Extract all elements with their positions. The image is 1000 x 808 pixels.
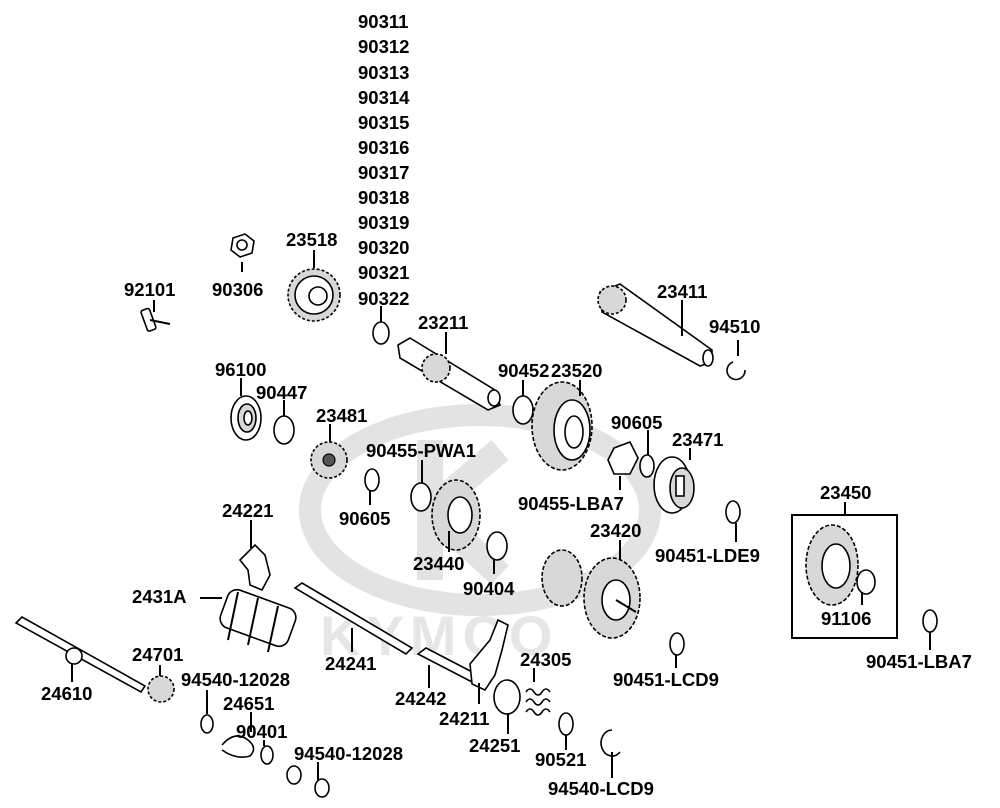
part-label: 24251 [469, 735, 520, 756]
part-label: 90451-LCD9 [613, 669, 719, 690]
clip-94540-12028-part-b [286, 765, 302, 785]
part-label: 23481 [316, 405, 367, 426]
clip-94510-part [726, 361, 746, 381]
part-label: 90313 [358, 62, 409, 83]
part-label: 96100 [215, 359, 266, 380]
part-label: 24701 [132, 644, 183, 665]
part-label: 90605 [611, 412, 662, 433]
washer-90455-lba7-part [607, 440, 639, 475]
washer-90521-part [558, 712, 574, 736]
washer-90605-part-b [639, 454, 655, 478]
part-label: 90452 [498, 360, 549, 381]
part-label: 90311 [358, 11, 408, 32]
clip-94540-lcd9-part [600, 729, 621, 757]
gear-23420-part [541, 549, 641, 639]
washer-90455-pwa1-part [410, 482, 432, 512]
part-label: 23518 [286, 229, 337, 250]
part-label: 90314 [358, 87, 410, 108]
shaft-23411-part [597, 283, 714, 367]
part-label: 90316 [358, 137, 409, 158]
gear-23471-part [653, 456, 695, 514]
part-label: 23420 [590, 520, 641, 541]
part-label: 90605 [339, 508, 390, 529]
part-labels: 92101 90306 23518 23211 23411 94510 9610… [41, 229, 972, 799]
part-label: 90455-LBA7 [518, 493, 624, 514]
gear-23440-part [431, 479, 481, 551]
part-label: 24221 [222, 500, 273, 521]
part-label: 23440 [413, 553, 464, 574]
part-label: 23520 [551, 360, 602, 381]
gear-23481-part [310, 441, 348, 479]
part-label: 90455-PWA1 [366, 440, 476, 461]
gear-24701-part [147, 675, 175, 703]
drum-2431a-part [219, 588, 297, 653]
assembly-23450-box [791, 514, 898, 639]
part-label: 90306 [212, 279, 263, 300]
part-label: 94510 [709, 316, 760, 337]
shaft-23211-part [397, 337, 501, 411]
part-label: 90315 [358, 112, 409, 133]
leader-lines [71, 250, 931, 780]
part-label: 24610 [41, 683, 92, 704]
part-label: 90318 [358, 187, 409, 208]
part-label: 90319 [358, 212, 409, 233]
part-label: 23471 [672, 429, 723, 450]
part-label: 90447 [256, 382, 307, 403]
nut-90306-part [230, 233, 255, 258]
part-label: 23450 [820, 482, 871, 503]
bolt-92101-part [140, 307, 171, 332]
washer-90452-part [512, 395, 534, 425]
part-label: 2431A [132, 586, 187, 607]
part-label: 90321 [358, 262, 409, 283]
clip-94540-12028-part [200, 714, 214, 734]
part-label: 23211 [418, 312, 468, 333]
part-label: 94540-LCD9 [548, 778, 654, 799]
part-label: 24211 [439, 708, 489, 729]
part-label: 90521 [535, 749, 586, 770]
spring-24305-part [525, 688, 551, 716]
part-label: 90451-LBA7 [866, 651, 972, 672]
part-label: 24651 [223, 693, 274, 714]
part-label: 90312 [358, 36, 409, 57]
part-label: 90404 [463, 578, 515, 599]
part-label: 90320 [358, 237, 409, 258]
washer-90447-part [273, 415, 295, 445]
clip-94540-12028-part-c [314, 778, 330, 798]
washer-90605-part [364, 468, 380, 492]
spring-24651-part [221, 735, 255, 758]
part-label: 90401 [236, 721, 287, 742]
part-label: 23411 [657, 281, 707, 302]
part-label: 24305 [520, 649, 571, 670]
cam-24251-part [493, 679, 521, 715]
part-label: 90451-LDE9 [655, 545, 760, 566]
part-label: 91106 [821, 608, 871, 629]
part-label: 92101 [124, 279, 175, 300]
washer-90401-part [260, 745, 274, 765]
fork-24211-part [469, 618, 509, 692]
rod-24241-part [293, 582, 414, 656]
stacked-labels: 90311 90312 90313 90314 90315 90316 9031… [358, 11, 410, 309]
washer-90451-lcd9-part [669, 632, 685, 656]
fork-24221-part [238, 543, 271, 592]
shaft-24610-part [14, 616, 147, 694]
washer-90322-part [372, 321, 390, 345]
part-label: 94540-12028 [294, 743, 403, 764]
washer-90404-part [486, 531, 508, 561]
washer-90451-lde9-part [725, 500, 741, 524]
gear-23520-part [531, 381, 593, 471]
bearing-96100-part [230, 395, 262, 441]
part-label: 94540-12028 [181, 669, 290, 690]
washer-90451-lba7-part [922, 609, 938, 633]
part-label: 90322 [358, 288, 409, 309]
part-label: 24241 [325, 653, 376, 674]
part-label: 24242 [395, 688, 446, 709]
part-label: 90317 [358, 162, 409, 183]
gear-23518-part [287, 268, 341, 322]
